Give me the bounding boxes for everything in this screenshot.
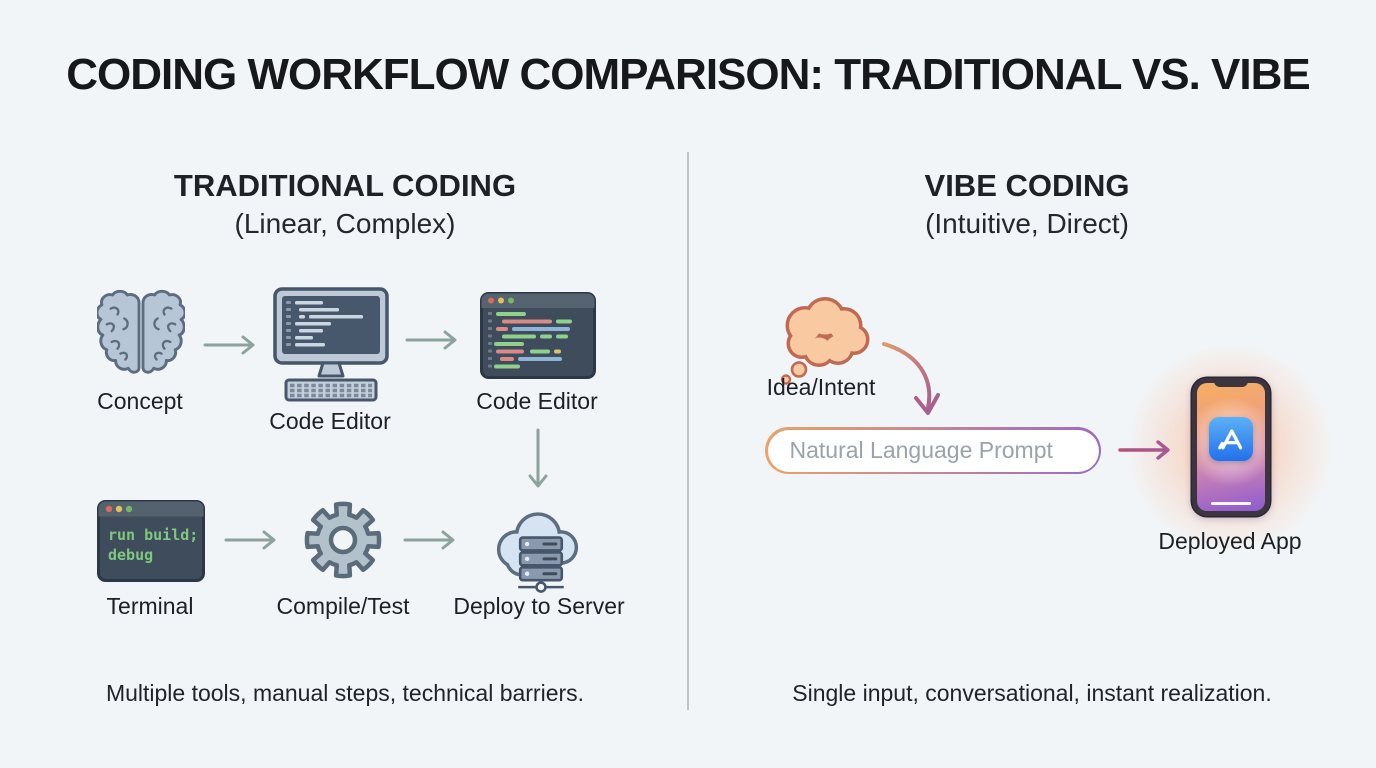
brain-icon	[97, 289, 185, 374]
arrow-down-icon	[528, 428, 548, 488]
thought-bubble-icon	[780, 297, 870, 385]
terminal-label: Terminal	[106, 593, 194, 619]
prompt-field	[767, 429, 1099, 472]
smartphone-appstore-icon	[1192, 378, 1270, 516]
app-store-icon	[1209, 417, 1253, 461]
deployed-app-label: Deployed App	[1158, 528, 1302, 554]
right-caption: Single input, conversational, instant re…	[792, 680, 1272, 706]
terminal-code-line1: run build;	[108, 526, 198, 544]
phone-screen	[1197, 383, 1265, 511]
code-window-icon	[480, 292, 596, 379]
arrow-right-icon	[403, 530, 455, 550]
arrow-right-icon	[203, 335, 255, 355]
arrow-right-icon	[405, 330, 457, 350]
natural-language-prompt-input[interactable]	[767, 429, 1099, 472]
phone-notch	[1214, 378, 1248, 387]
prompt-field-border	[765, 427, 1101, 474]
terminal-code-line2: debug	[108, 546, 153, 564]
code-editor-window-label: Code Editor	[476, 388, 598, 414]
left-caption: Multiple tools, manual steps, technical …	[105, 680, 585, 706]
concept-label: Concept	[97, 388, 183, 414]
right-subheading: (Intuitive, Direct)	[925, 208, 1129, 239]
right-column-header: VIBE CODING (Intuitive, Direct)	[827, 168, 1227, 240]
left-subheading: (Linear, Complex)	[234, 208, 456, 239]
cloud-server-icon	[496, 512, 579, 593]
deploy-to-server-label: Deploy to Server	[453, 593, 625, 619]
column-divider	[687, 152, 689, 710]
curved-arrow-down-icon	[882, 342, 940, 415]
desktop-code-icon	[273, 287, 389, 402]
idea-intent-label: Idea/Intent	[766, 374, 876, 400]
right-heading: VIBE CODING	[924, 168, 1130, 203]
page-title: CODING WORKFLOW COMPARISON: TRADITIONAL …	[66, 50, 1310, 99]
gear-icon	[304, 501, 382, 579]
left-heading: TRADITIONAL CODING	[173, 168, 517, 203]
code-editor-monitor-label: Code Editor	[269, 408, 391, 434]
phone-home-bar	[1211, 501, 1251, 505]
terminal-window-icon: run build; debug	[97, 500, 205, 582]
compile-test-label: Compile/Test	[276, 593, 410, 619]
left-column-header: TRADITIONAL CODING (Linear, Complex)	[145, 168, 545, 240]
arrow-right-icon	[224, 530, 276, 550]
